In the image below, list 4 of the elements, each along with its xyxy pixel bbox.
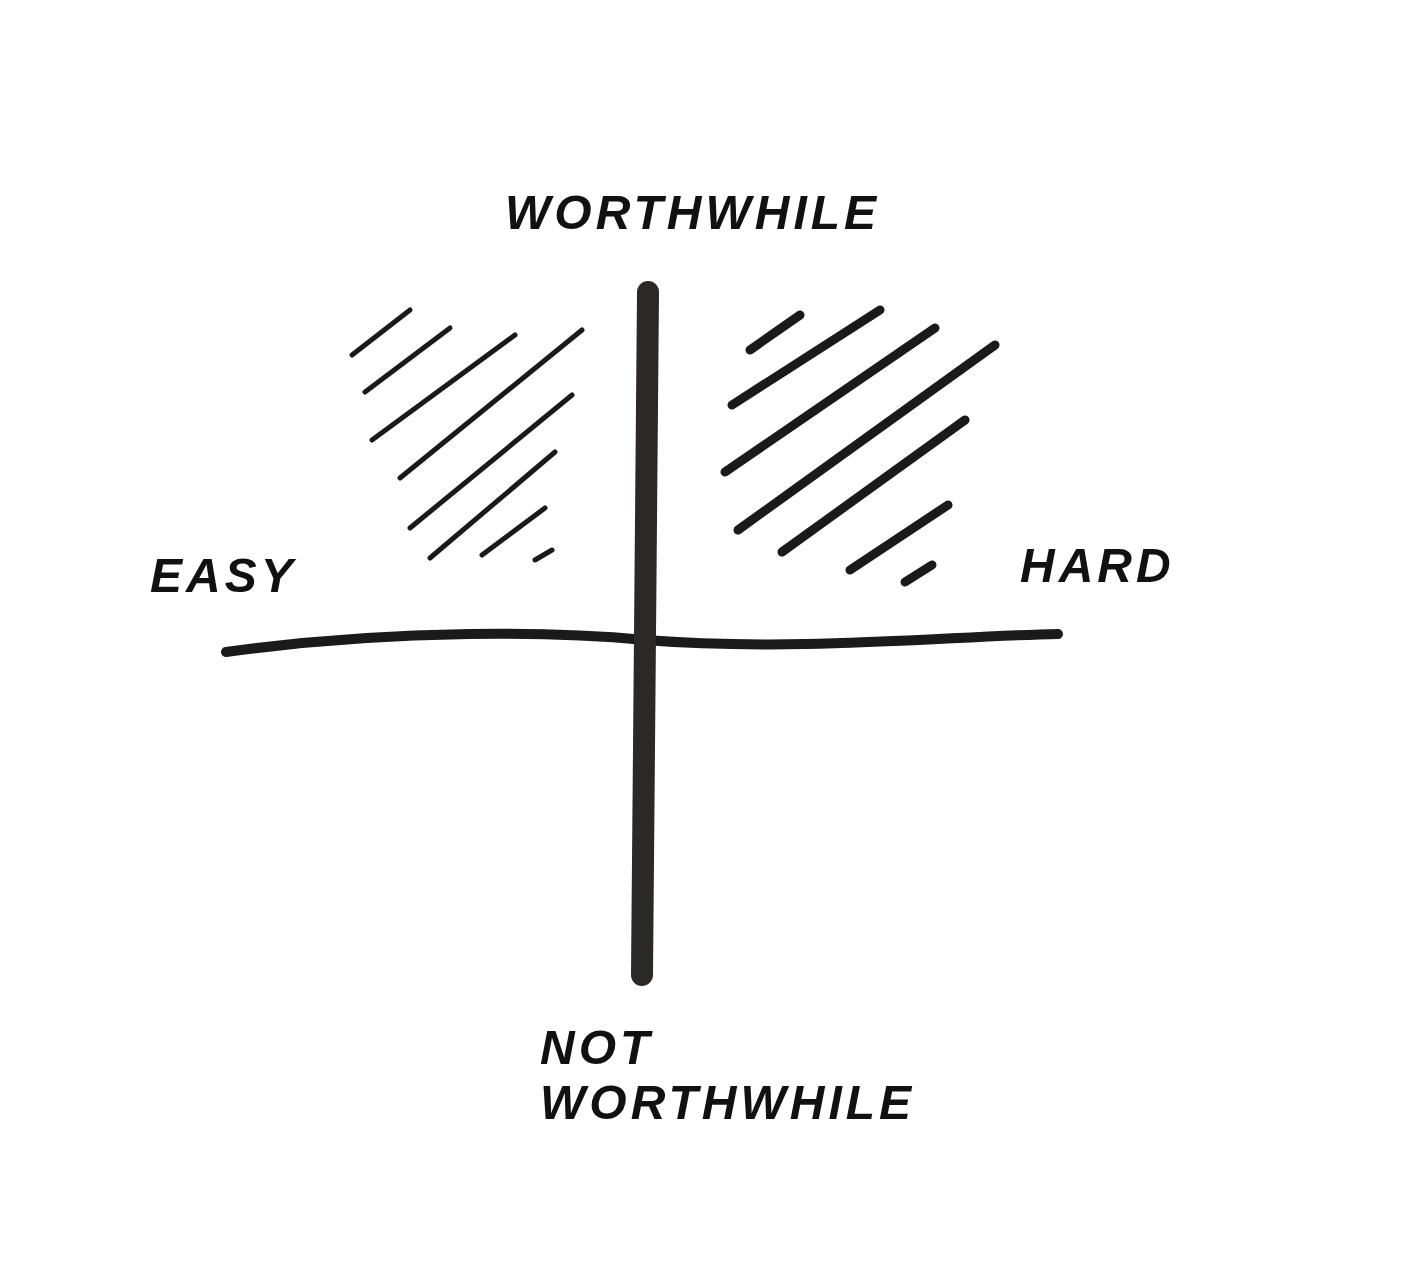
- axis-label: NOT WORTHWHILE: [540, 1020, 917, 1131]
- axis-label: HARD: [1020, 538, 1176, 594]
- axis-label: WORTHWHILE: [505, 185, 882, 241]
- axis-label: EASY: [150, 548, 298, 604]
